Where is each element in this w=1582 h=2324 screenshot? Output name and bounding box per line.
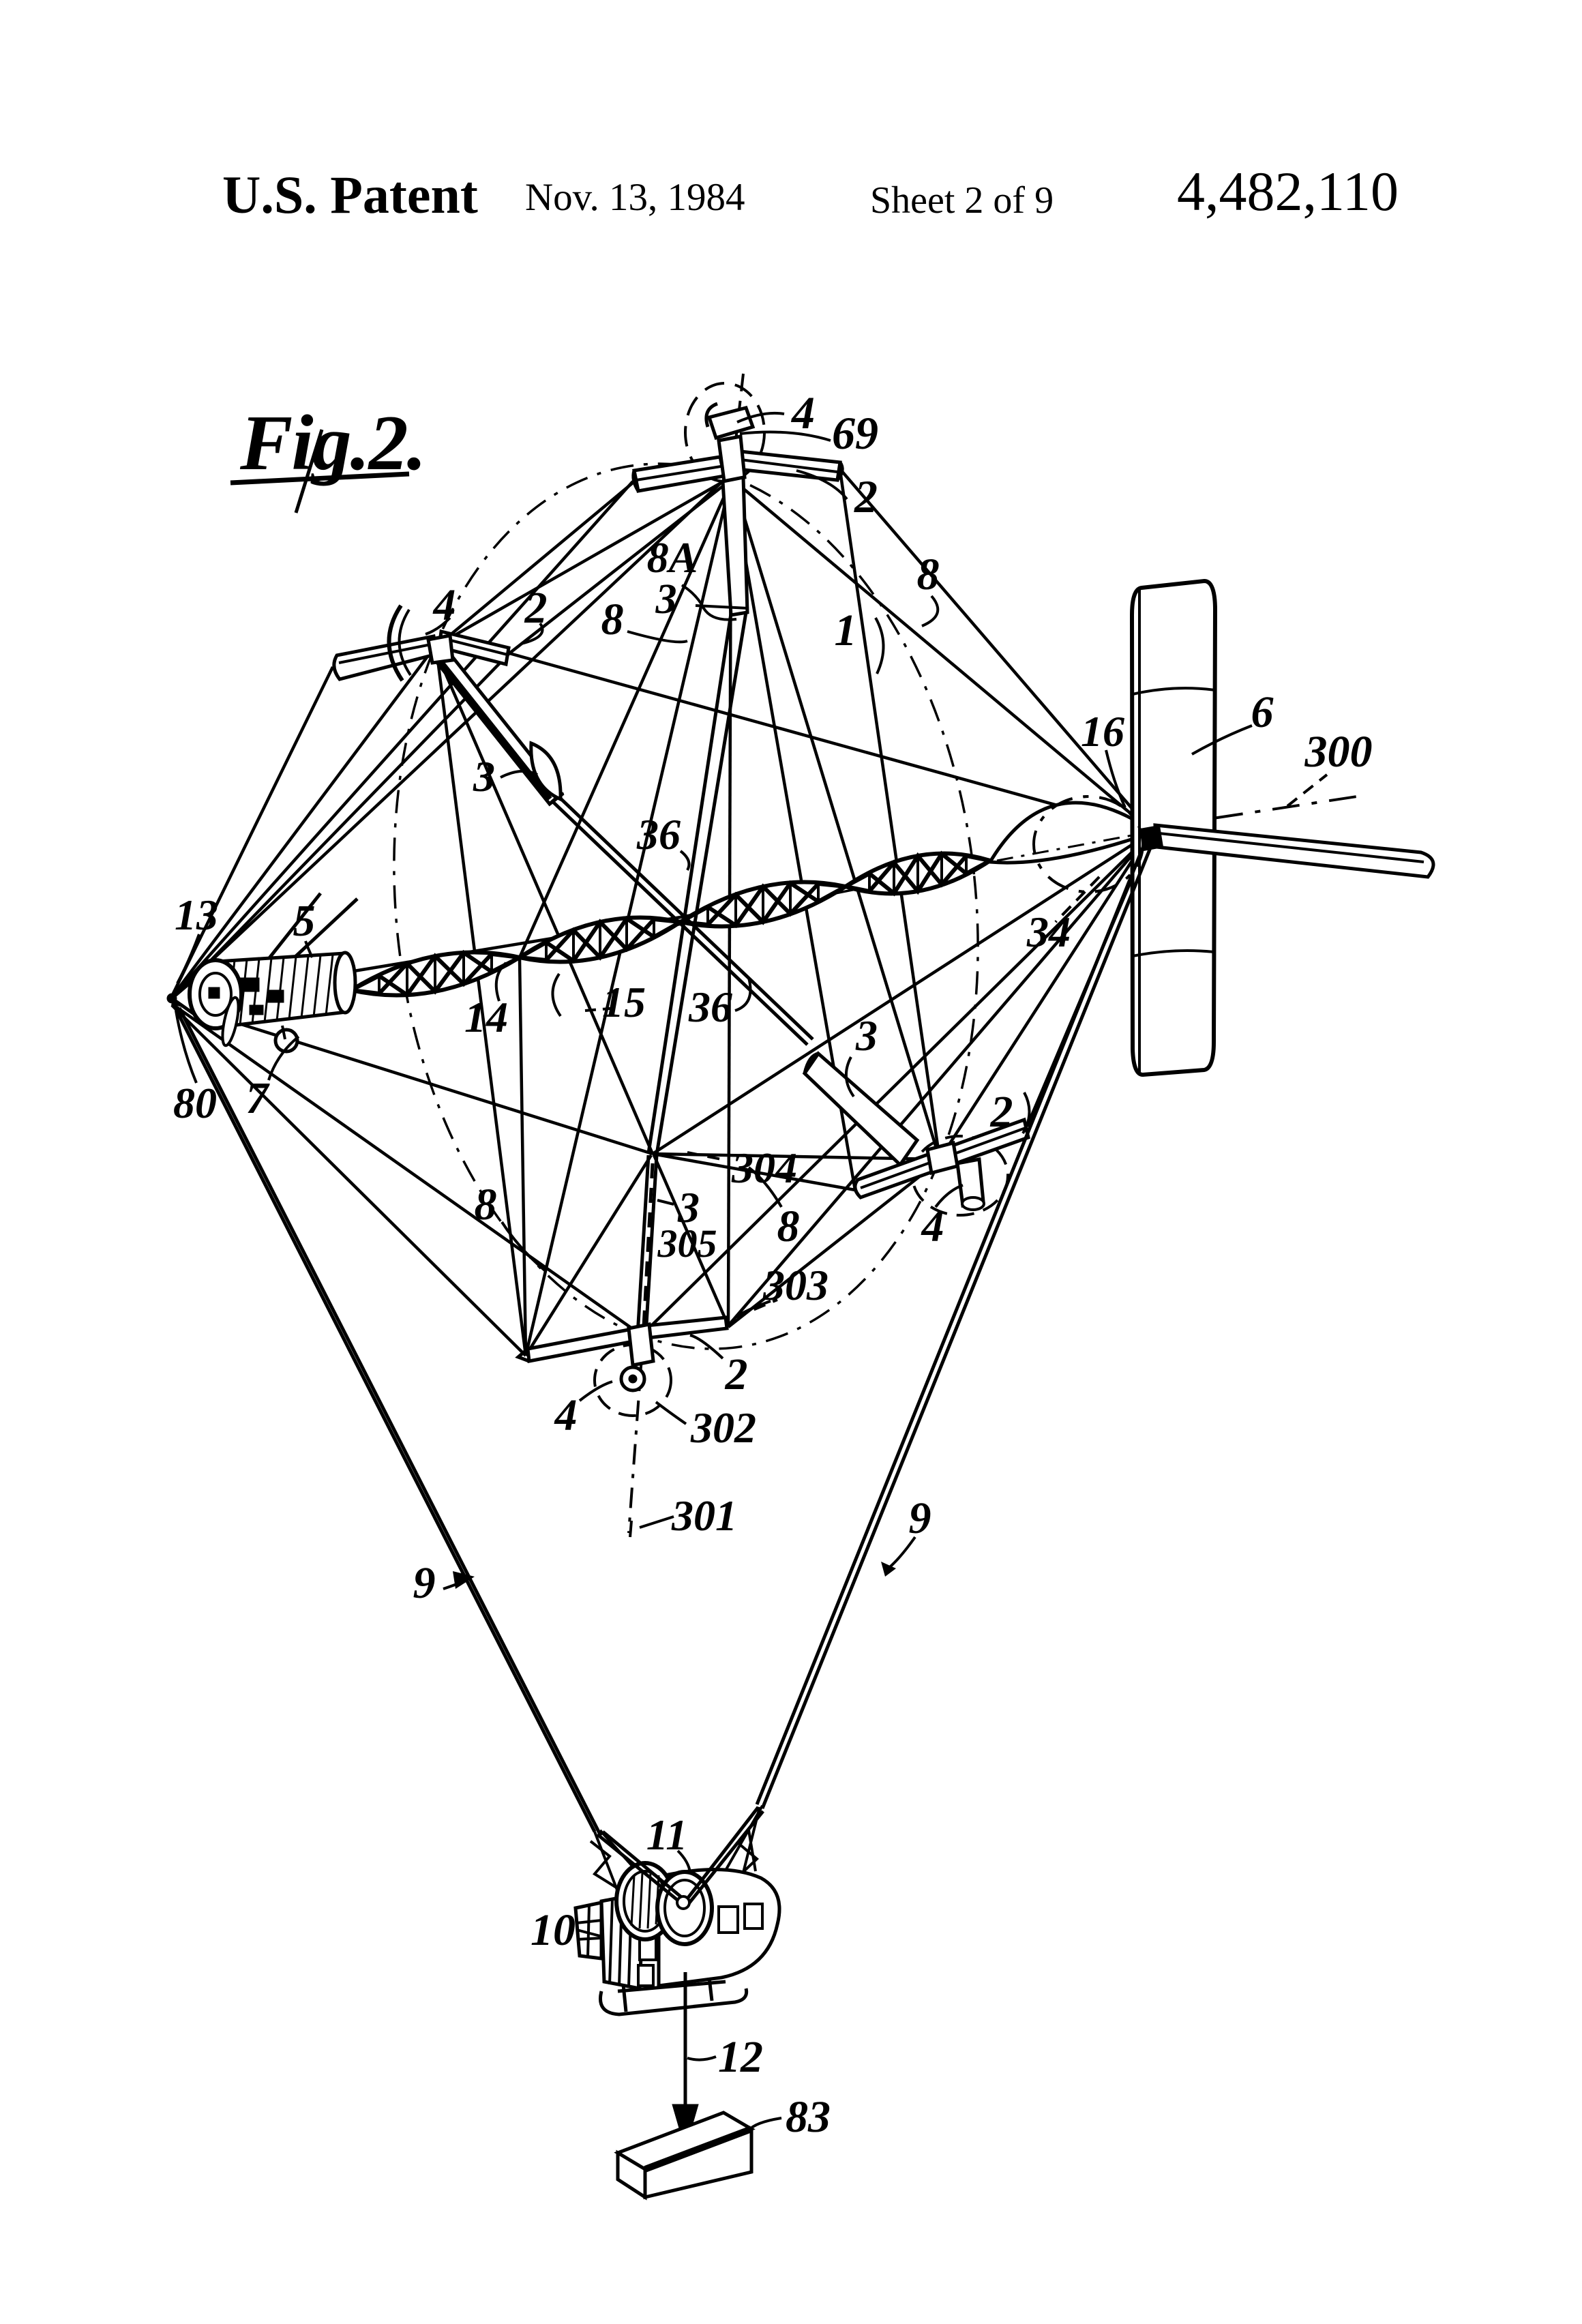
svg-text:10: 10: [531, 1905, 576, 1955]
svg-text:5: 5: [293, 896, 316, 946]
svg-text:9: 9: [413, 1558, 436, 1608]
svg-text:3: 3: [855, 1011, 878, 1060]
svg-text:11: 11: [646, 1811, 687, 1859]
svg-text:36: 36: [688, 983, 732, 1031]
svg-text:15: 15: [602, 978, 646, 1026]
svg-text:303: 303: [762, 1261, 829, 1309]
svg-text:1: 1: [835, 606, 857, 655]
svg-text:2: 2: [524, 583, 548, 633]
svg-text:9: 9: [909, 1493, 931, 1543]
svg-text:34: 34: [1026, 908, 1071, 956]
svg-text:4: 4: [921, 1202, 944, 1251]
svg-text:305: 305: [657, 1221, 717, 1266]
svg-text:3: 3: [655, 576, 677, 623]
svg-text:300: 300: [1304, 727, 1373, 777]
svg-text:Nov. 13, 1984: Nov. 13, 1984: [525, 176, 745, 219]
svg-text:7: 7: [246, 1073, 271, 1123]
svg-text:4,482,110: 4,482,110: [1177, 160, 1399, 222]
svg-text:13: 13: [175, 891, 218, 939]
svg-text:4: 4: [790, 387, 815, 438]
svg-text:302: 302: [690, 1403, 756, 1452]
svg-text:2: 2: [990, 1087, 1013, 1137]
svg-text:8A: 8A: [647, 533, 698, 582]
svg-text:U.S. Patent: U.S. Patent: [222, 165, 478, 224]
svg-text:8: 8: [917, 550, 940, 599]
svg-text:2: 2: [725, 1350, 748, 1399]
svg-text:4: 4: [432, 580, 456, 630]
svg-text:8: 8: [475, 1180, 497, 1230]
svg-text:304: 304: [731, 1144, 797, 1192]
svg-text:80: 80: [173, 1079, 217, 1127]
svg-text:69: 69: [832, 407, 878, 459]
svg-text:14: 14: [464, 993, 508, 1041]
svg-text:4: 4: [554, 1390, 578, 1440]
svg-text:301: 301: [671, 1491, 737, 1540]
svg-text:Sheet 2 of 9: Sheet 2 of 9: [870, 179, 1054, 222]
svg-text:3: 3: [473, 752, 495, 801]
svg-text:83: 83: [786, 2092, 831, 2142]
svg-text:16: 16: [1081, 707, 1124, 756]
svg-text:8: 8: [777, 1202, 800, 1251]
svg-text:3: 3: [677, 1183, 700, 1232]
svg-text:8: 8: [601, 595, 624, 644]
svg-text:2: 2: [854, 471, 878, 522]
svg-text:12: 12: [718, 2032, 763, 2082]
svg-text:6: 6: [1251, 687, 1274, 737]
svg-text:36: 36: [636, 810, 681, 859]
